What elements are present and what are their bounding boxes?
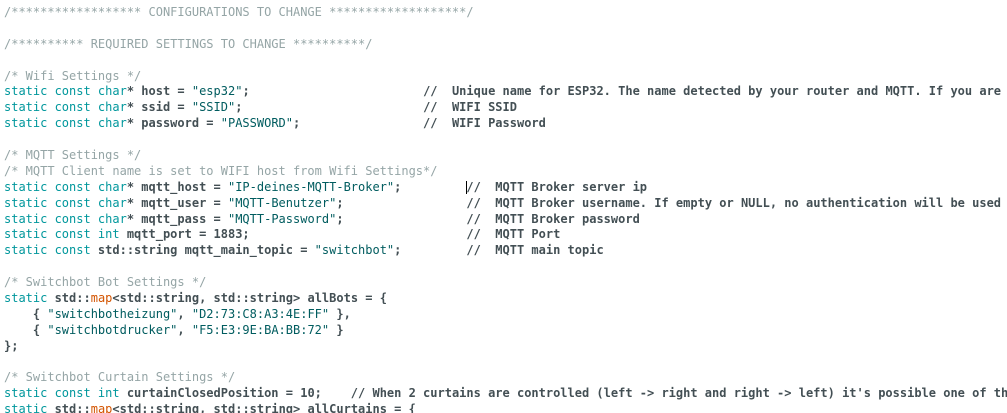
plain-token: * ssid = [126, 100, 192, 115]
block-comment-token: /* Switchbot Bot Settings */ [4, 275, 207, 290]
code-line[interactable] [4, 259, 1007, 275]
keyword-token: static const char [4, 211, 127, 226]
keyword-token: static const [4, 243, 91, 258]
plain-token: }, [329, 306, 351, 321]
plain-token: * mqtt_pass = [126, 211, 228, 226]
code-line[interactable]: static const char* host = "esp32"; // Un… [4, 84, 1007, 100]
plain-token: , [177, 322, 192, 337]
keyword-token: static [4, 291, 48, 306]
code-line[interactable]: static const char* mqtt_host = "IP-deine… [4, 180, 1007, 196]
code-line[interactable]: }; [4, 339, 1007, 355]
plain-token: <std::string, std::string> allBots = { [112, 291, 387, 306]
code-line[interactable]: /* Wifi Settings */ [4, 69, 1007, 85]
string-token: "IP-deines-MQTT-Broker" [227, 179, 395, 194]
plain-token: ; [336, 211, 467, 226]
code-line[interactable]: static std::map<std::string, std::string… [4, 291, 1007, 307]
keyword-token: static const char [4, 179, 127, 194]
line-comment-token: // MQTT Port [466, 227, 561, 242]
code-line[interactable]: static const char* mqtt_pass = "MQTT-Pas… [4, 212, 1007, 228]
code-line[interactable]: static const int mqtt_port = 1883; // MQ… [4, 227, 1007, 243]
code-line[interactable]: static const std::string mqtt_main_topic… [4, 243, 1007, 259]
function-token: map [90, 402, 113, 413]
line-comment-token: // MQTT main topic [466, 243, 604, 258]
plain-token: ; [394, 179, 467, 194]
plain-token: ; [235, 100, 424, 115]
keyword-token: static const int [4, 227, 120, 242]
code-line[interactable]: /* MQTT Client name is set to WIFI host … [4, 164, 1007, 180]
code-line[interactable]: { "switchbotdrucker", "F5:E3:9E:BA:BB:72… [4, 323, 1007, 339]
code-line[interactable]: /********** REQUIRED SETTINGS TO CHANGE … [4, 37, 1007, 53]
string-token: "MQTT-Benutzer" [227, 195, 337, 210]
plain-token: , [177, 306, 192, 321]
line-comment-token: // MQTT Broker username. If empty or NUL… [466, 195, 1002, 210]
plain-token: * host = [126, 84, 192, 99]
code-line[interactable] [4, 53, 1007, 69]
string-token: "switchbotdrucker" [47, 322, 178, 337]
text-cursor [466, 180, 468, 194]
string-token: "SSID" [191, 100, 236, 115]
plain-token: std:: [47, 402, 91, 413]
block-comment-token: /* MQTT Settings */ [4, 148, 142, 163]
code-line[interactable]: static std::map<std::string, std::string… [4, 402, 1007, 413]
block-comment-token: /****************** CONFIGURATIONS TO CH… [4, 5, 474, 19]
plain-token: std::string mqtt_main_topic = [90, 243, 315, 258]
plain-token: ; [394, 243, 467, 258]
code-line[interactable]: { "switchbotheizung", "D2:73:C8:A3:4E:FF… [4, 307, 1007, 323]
plain-token: ; [242, 84, 424, 99]
line-comment-token: // Unique name for ESP32. The name detec… [423, 84, 1002, 99]
keyword-token: static const char [4, 100, 127, 115]
code-line[interactable] [4, 355, 1007, 371]
line-comment-token: // MQTT Broker server ip [466, 179, 648, 194]
plain-token: * mqtt_host = [126, 179, 228, 194]
keyword-token: static [4, 402, 48, 413]
string-token: "D2:73:C8:A3:4E:FF" [191, 306, 330, 321]
code-line[interactable]: static const int curtainClosedPosition =… [4, 386, 1007, 402]
code-line[interactable]: static const char* ssid = "SSID"; // WIF… [4, 100, 1007, 116]
plain-token: } [329, 322, 344, 337]
plain-token: curtainClosedPosition = [119, 386, 301, 401]
plain-token: { [4, 322, 48, 337]
plain-token: <std::string, std::string> allCurtains =… [112, 402, 416, 413]
plain-token: ; [314, 386, 351, 401]
number-token: 1883 [213, 227, 243, 242]
string-token: "F5:E3:9E:BA:BB:72" [191, 322, 330, 337]
string-token: "switchbotheizung" [47, 306, 178, 321]
code-line[interactable]: /* Switchbot Curtain Settings */ [4, 370, 1007, 386]
plain-token: { [4, 306, 48, 321]
block-comment-token: /********** REQUIRED SETTINGS TO CHANGE … [4, 36, 373, 51]
plain-token: }; [4, 338, 19, 353]
plain-token: ; [293, 116, 424, 131]
keyword-token: static const int [4, 386, 120, 401]
keyword-token: static const char [4, 84, 127, 99]
line-comment-token: // When 2 curtains are controlled (left … [350, 386, 1007, 401]
plain-token: ; [242, 227, 467, 242]
line-comment-token: // MQTT Broker password [466, 211, 640, 226]
code-line[interactable]: /****************** CONFIGURATIONS TO CH… [4, 5, 1007, 21]
code-line[interactable]: static const char* password = "PASSWORD"… [4, 116, 1007, 132]
block-comment-token: /* Wifi Settings */ [4, 68, 142, 83]
function-token: map [90, 291, 113, 306]
plain-token: * password = [126, 116, 221, 131]
block-comment-token: /* MQTT Client name is set to WIFI host … [4, 163, 438, 178]
plain-token: ; [336, 195, 467, 210]
block-comment-token: /* Switchbot Curtain Settings */ [4, 370, 236, 385]
keyword-token: static const char [4, 116, 127, 131]
plain-token: mqtt_port = [119, 227, 214, 242]
code-line[interactable] [4, 21, 1007, 37]
plain-token: * mqtt_user = [126, 195, 228, 210]
line-comment-token: // WIFI SSID [423, 100, 517, 115]
string-token: "esp32" [191, 84, 243, 99]
number-token: 10 [300, 386, 315, 401]
string-token: "PASSWORD" [220, 116, 293, 131]
code-line[interactable]: /* MQTT Settings */ [4, 148, 1007, 164]
string-token: "MQTT-Password" [227, 211, 337, 226]
plain-token: std:: [47, 291, 91, 306]
keyword-token: static const char [4, 195, 127, 210]
code-line[interactable] [4, 132, 1007, 148]
code-line[interactable]: /* Switchbot Bot Settings */ [4, 275, 1007, 291]
line-comment-token: // WIFI Password [423, 116, 546, 131]
string-token: "switchbot" [314, 243, 395, 258]
code-line[interactable]: static const char* mqtt_user = "MQTT-Ben… [4, 196, 1007, 212]
